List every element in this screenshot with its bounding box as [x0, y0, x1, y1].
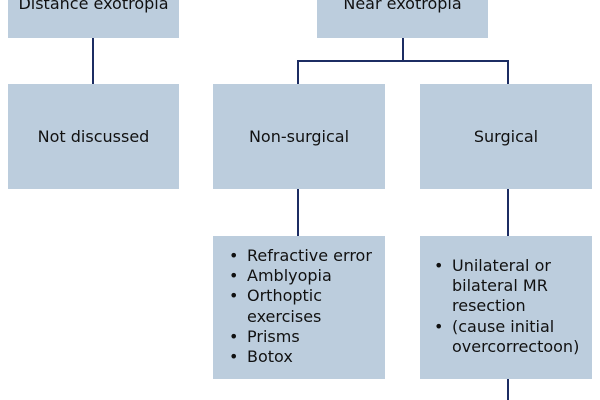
surgical-box: Surgical [420, 84, 592, 189]
distance-exotropia-label: Distance exotropia [18, 0, 169, 13]
non-surgical-options-list: Refractive error Amblyopia Orthopticexer… [227, 246, 372, 367]
connector-surgical-to-list [507, 189, 509, 236]
connector-distance-to-not-discussed [92, 38, 94, 84]
near-exotropia-box: Near exotropia [317, 0, 488, 38]
connector-to-non-surgical [297, 60, 299, 84]
list-item: Prisms [227, 327, 372, 347]
distance-exotropia-box: Distance exotropia [8, 0, 179, 38]
non-surgical-label: Non-surgical [248, 126, 350, 146]
connector-non-surgical-to-list [297, 189, 299, 236]
near-exotropia-label: Near exotropia [343, 0, 462, 13]
non-surgical-options-box: Refractive error Amblyopia Orthopticexer… [213, 236, 385, 379]
surgical-label: Surgical [473, 126, 539, 146]
list-item: Botox [227, 347, 372, 367]
non-surgical-box: Non-surgical [213, 84, 385, 189]
connector-to-surgical [507, 60, 509, 84]
connector-surgical-list-continuation [507, 379, 509, 400]
connector-near-horizontal [297, 60, 509, 62]
not-discussed-box: Not discussed [8, 84, 179, 189]
not-discussed-label: Not discussed [37, 126, 150, 146]
connector-near-stem [402, 38, 404, 61]
list-item: Refractive error [227, 246, 372, 266]
list-item: Amblyopia [227, 266, 372, 286]
